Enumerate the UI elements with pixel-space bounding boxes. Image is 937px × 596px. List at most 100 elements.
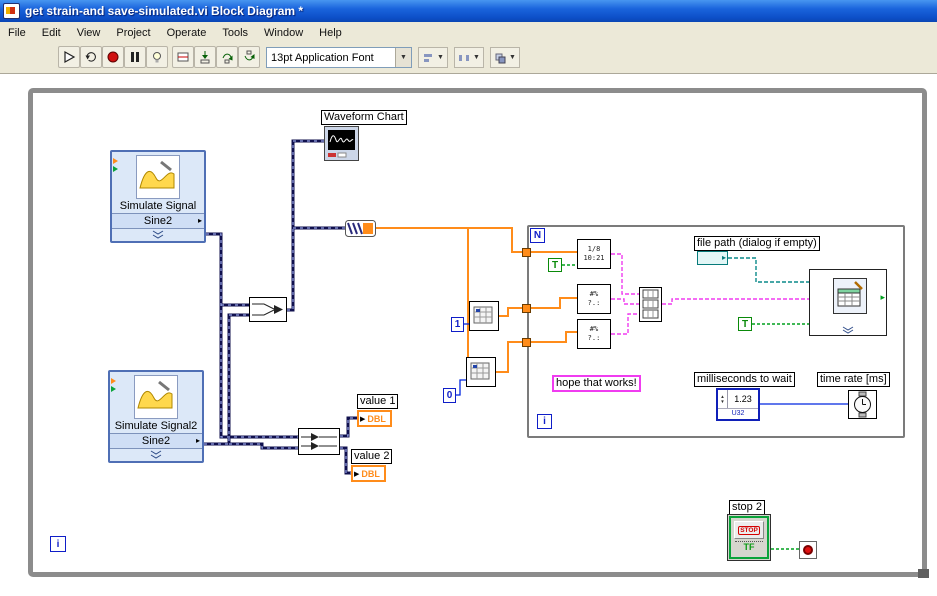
reorder-objects-icon — [495, 53, 506, 63]
value1-indicator[interactable]: ▶ DBL — [357, 410, 392, 427]
split-signals-icon — [301, 433, 337, 450]
distribute-objects-icon — [459, 54, 469, 61]
express-vi-name: Simulate Signal — [119, 200, 197, 212]
icon-text: ?.: — [587, 334, 601, 342]
align-objects-dropdown[interactable]: ▼ — [418, 47, 448, 68]
pause-button[interactable] — [124, 46, 146, 68]
milliseconds-control[interactable]: ▲▼ 1.23 U32 — [716, 388, 760, 421]
menu-item-tools[interactable]: Tools — [222, 26, 249, 39]
input-arrow-icon — [111, 386, 116, 392]
true-constant-2[interactable]: T — [738, 317, 752, 331]
step-out-button[interactable] — [238, 46, 260, 68]
abort-dot-icon — [107, 51, 119, 63]
express-vi-output-sine2[interactable]: Sine2 ▸ — [112, 213, 204, 229]
milliseconds-label[interactable]: milliseconds to wait — [694, 372, 795, 387]
value2-indicator[interactable]: ▶ DBL — [351, 465, 386, 482]
value1-label[interactable]: value 1 — [357, 394, 399, 409]
menu-item-window[interactable]: Window — [264, 26, 304, 39]
numeric-value: 1.23 — [734, 394, 752, 404]
step-into-icon — [200, 51, 210, 64]
true-constant-1[interactable]: T — [548, 258, 562, 272]
window-title: get strain-and save-simulated.vi Block D… — [25, 4, 304, 18]
wait-ms-node[interactable] — [848, 390, 877, 419]
for-loop-iteration-terminal[interactable]: i — [537, 414, 552, 429]
for-loop[interactable] — [527, 225, 905, 438]
stop-condition-icon — [803, 545, 813, 555]
app-icon[interactable] — [3, 3, 20, 19]
waveform-chart-label[interactable]: Waveform Chart — [321, 110, 407, 125]
icon-text: #% — [589, 325, 599, 333]
write-file-node[interactable]: ▸ — [809, 269, 887, 336]
format-string-node-1[interactable]: #% ?.: — [577, 284, 611, 314]
expand-chevron-icon[interactable] — [151, 230, 165, 239]
output-arrow-icon: ▸ — [197, 216, 202, 225]
expand-chevron-icon[interactable] — [149, 450, 163, 459]
index-array-node-2[interactable] — [466, 357, 496, 387]
distribute-objects-dropdown[interactable]: ▼ — [454, 47, 484, 68]
reorder-objects-dropdown[interactable]: ▼ — [490, 47, 520, 68]
tf-badge: TF — [734, 541, 764, 552]
output-arrow-icon: ▸ — [880, 292, 885, 302]
menu-item-view[interactable]: View — [76, 26, 101, 39]
menu-item-edit[interactable]: Edit — [41, 26, 61, 39]
input-arrow-icon — [111, 378, 116, 384]
step-into-button[interactable] — [194, 46, 216, 68]
pause-bars-icon — [131, 52, 139, 62]
simulate-signal-2-express-vi[interactable]: Simulate Signal2 Sine2 ▸ — [108, 370, 204, 463]
loop-condition-terminal[interactable] — [799, 541, 817, 559]
hope-comment-label[interactable]: hope that works! — [552, 375, 641, 392]
format-datetime-node[interactable]: 1/8 10:21 — [577, 239, 611, 269]
numeric-constant-1[interactable]: 1 — [451, 317, 464, 332]
numeric-constant-0[interactable]: 0 — [443, 388, 456, 403]
array-icon — [473, 306, 493, 324]
conversion-icon — [345, 220, 376, 237]
menu-bar: File Edit View Project Operate Tools Win… — [0, 22, 937, 43]
step-over-button[interactable] — [216, 46, 238, 68]
while-loop[interactable] — [28, 88, 927, 577]
menu-item-file[interactable]: File — [8, 26, 26, 39]
tunnel-2[interactable] — [522, 304, 531, 313]
dbl-badge: DBL — [367, 413, 386, 424]
highlight-execution-button[interactable] — [146, 46, 168, 68]
output-arrow-icon: ▸ — [195, 436, 200, 445]
dynamic-data-conversion-node[interactable] — [345, 220, 376, 237]
simulate-signal-icon — [136, 155, 180, 199]
tunnel-3[interactable] — [522, 338, 531, 347]
input-arrow-icon — [113, 158, 118, 164]
index-array-node-1[interactable] — [469, 301, 499, 331]
title-bar[interactable]: get strain-and save-simulated.vi Block D… — [0, 0, 937, 22]
merge-signals-node[interactable] — [249, 297, 287, 322]
waveform-chart-terminal[interactable] — [324, 126, 359, 161]
split-signals-node[interactable] — [298, 428, 340, 455]
step-out-icon — [244, 50, 255, 61]
tunnel-1[interactable] — [522, 248, 531, 257]
while-loop-iteration-terminal[interactable]: i — [50, 536, 66, 552]
run-continuously-button[interactable] — [80, 46, 102, 68]
chevron-down-icon[interactable]: ▼ — [395, 48, 411, 67]
file-path-label[interactable]: file path (dialog if empty) — [694, 236, 820, 251]
format-string-node-2[interactable]: #% ?.: — [577, 319, 611, 349]
stop-button-terminal[interactable]: STOP TF — [727, 514, 771, 561]
for-loop-count-terminal[interactable]: N — [530, 228, 545, 243]
express-vi-output-sine2[interactable]: Sine2 ▸ — [110, 433, 202, 449]
spinner-icon[interactable]: ▲▼ — [718, 390, 728, 408]
file-path-constant[interactable]: ▸ — [697, 251, 728, 265]
expand-chevron-icon[interactable] — [841, 326, 855, 334]
menu-item-help[interactable]: Help — [319, 26, 342, 39]
retain-wire-values-button[interactable] — [172, 46, 194, 68]
build-array-node[interactable] — [639, 287, 662, 322]
stop2-label[interactable]: stop 2 — [729, 500, 765, 515]
menu-item-project[interactable]: Project — [116, 26, 151, 39]
boolean-frame: STOP TF — [729, 516, 769, 559]
menu-item-operate[interactable]: Operate — [166, 26, 207, 39]
chart-screen-icon — [324, 126, 359, 161]
abort-button[interactable] — [102, 46, 124, 68]
value2-label[interactable]: value 2 — [351, 449, 393, 464]
run-button[interactable] — [58, 46, 80, 68]
lightbulb-icon — [153, 52, 161, 63]
simulate-signal-1-express-vi[interactable]: Simulate Signal Sine2 ▸ — [110, 150, 206, 243]
font-selector[interactable]: 13pt Application Font ▼ — [266, 47, 412, 68]
watch-icon — [854, 391, 871, 418]
time-rate-label[interactable]: time rate [ms] — [817, 372, 890, 387]
